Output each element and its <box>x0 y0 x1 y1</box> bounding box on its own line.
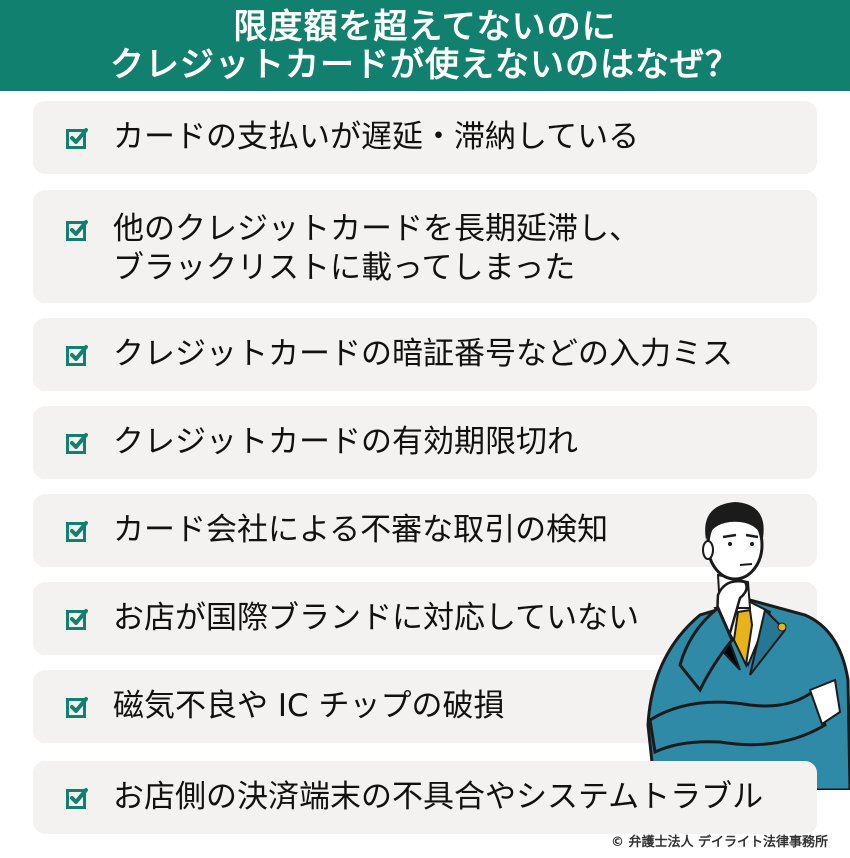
list-item: クレジットカードの暗証番号などの入力ミス <box>33 318 817 391</box>
list-item: カード会社による不審な取引の検知 <box>33 494 817 567</box>
checkbox-check-icon <box>66 128 88 149</box>
checkbox-check-icon <box>66 609 88 630</box>
checkbox-check-icon <box>66 697 88 718</box>
list-item-text: ブラックリストに載ってしまった <box>113 250 576 286</box>
header-title-line-2: クレジットカードが使えないのはなぜ？ <box>110 44 740 85</box>
list-item-text: 磁気不良や IC チップの破損 <box>113 688 505 724</box>
list-item-text: クレジットカードの暗証番号などの入力ミス <box>113 336 733 372</box>
list-item-text: お店が国際ブランドに対応していない <box>113 600 640 636</box>
list-item-text: カード会社による不審な取引の検知 <box>113 512 609 548</box>
list-item-text: クレジットカードの有効期限切れ <box>113 424 578 460</box>
checkbox-check-icon <box>66 521 88 542</box>
list-item: 他のクレジットカードを長期延滞し、 ブラックリストに載ってしまった <box>33 190 817 303</box>
checkbox-check-icon <box>66 345 88 366</box>
checkbox-check-icon <box>66 433 88 454</box>
header-title-line-1: 限度額を超えてないのに <box>233 6 617 47</box>
list-item-text: カードの支払いが遅延・滞納している <box>113 119 640 155</box>
list-item-text: お店側の決済端末の不具合やシステムトラブル <box>113 779 764 815</box>
copyright-notice: © 弁護士法人 デイライト法律事務所 <box>610 835 828 850</box>
thinking-businessman-illustration <box>646 502 850 790</box>
checkbox-check-icon <box>66 220 88 241</box>
list-item: カードの支払いが遅延・滞納している <box>33 101 817 174</box>
checkbox-check-icon <box>66 788 88 809</box>
list-item-text: 他のクレジットカードを長期延滞し、 <box>113 211 640 247</box>
list-item: クレジットカードの有効期限切れ <box>33 406 817 479</box>
page-header: 限度額を超えてないのに クレジットカードが使えないのはなぜ？ <box>0 0 850 91</box>
list-item: お店側の決済端末の不具合やシステムトラブル <box>33 761 817 834</box>
